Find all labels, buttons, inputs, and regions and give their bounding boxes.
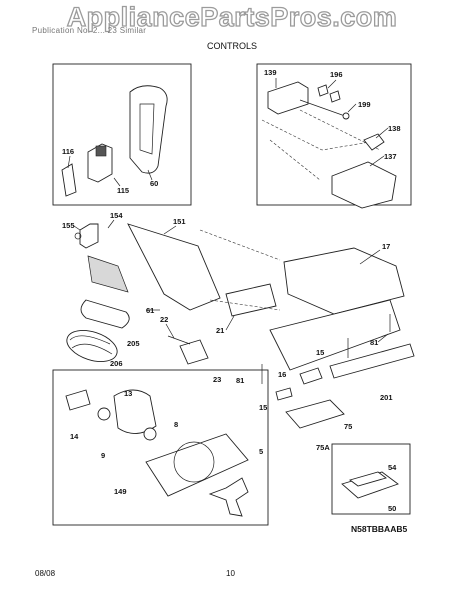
clip-part (363, 133, 385, 151)
diagram-code: N58TBBAAB5 (351, 524, 408, 534)
light-lens-part (61, 163, 77, 197)
callout-8: 8 (174, 420, 178, 429)
callout-81a: 81 (370, 338, 378, 347)
callout-138: 138 (388, 124, 401, 133)
callout-61: 61 (146, 306, 154, 315)
bracket-14 (65, 389, 91, 411)
callout-15b: 15 (259, 403, 267, 412)
callout-16: 16 (278, 370, 286, 379)
callout-22: 22 (160, 315, 168, 324)
callout-9: 9 (101, 451, 105, 460)
inset-switch-bracket (256, 63, 412, 206)
footer-date: 08/08 (35, 569, 56, 578)
callout-75: 75 (344, 422, 352, 431)
inset-fan-assembly (52, 369, 269, 526)
callout-81b: 81 (236, 376, 244, 385)
main-housing-part (283, 247, 405, 315)
callout-23: 23 (213, 375, 221, 384)
callout-154: 154 (110, 211, 123, 220)
section-title: CONTROLS (206, 41, 257, 51)
footer-page-number: 10 (226, 569, 235, 578)
callout-205: 205 (127, 339, 140, 348)
watermark: AppliancePartsPros.com (66, 1, 398, 32)
switch-part (267, 81, 309, 115)
callout-60: 60 (150, 179, 158, 188)
callout-116: 116 (62, 147, 74, 156)
coil-part (66, 329, 118, 363)
control-knob-shade (87, 255, 129, 293)
harness-part (299, 367, 323, 385)
control-housing (127, 223, 221, 311)
callout-75a: 75A (316, 443, 330, 452)
knob-part (80, 299, 130, 329)
fan-shroud (145, 433, 249, 497)
callout-149: 149 (114, 487, 127, 496)
bracket-part (331, 161, 397, 209)
callout-50: 50 (388, 504, 396, 513)
callout-201: 201 (380, 393, 393, 402)
callout-14: 14 (70, 432, 79, 441)
thermostat-part (79, 223, 99, 249)
light-housing-part (129, 85, 168, 174)
callout-15a: 15 (316, 348, 324, 357)
bearing-part (97, 407, 111, 421)
callout-206: 206 (110, 359, 123, 368)
control-panel-part (225, 283, 277, 317)
cover-part (285, 399, 345, 429)
inset-drawer (331, 443, 411, 515)
display-part (329, 343, 415, 379)
fan-blade (208, 477, 249, 517)
wire-part (179, 339, 209, 365)
callout-54: 54 (388, 463, 397, 472)
fan-motor (113, 389, 157, 434)
callout-17: 17 (382, 242, 390, 251)
publication-header: Publication No. 2... 23 Similar (32, 26, 147, 35)
callout-155: 155 (62, 221, 75, 230)
callout-196: 196 (330, 70, 343, 79)
callout-151: 151 (173, 217, 186, 226)
callout-137: 137 (384, 152, 397, 161)
connector-part (275, 387, 293, 401)
panel-part (269, 299, 401, 371)
callout-199: 199 (358, 100, 371, 109)
inset-light-housing (52, 63, 192, 206)
callout-13: 13 (124, 389, 132, 398)
callout-21: 21 (216, 326, 224, 335)
callout-5: 5 (259, 447, 263, 456)
callout-139: 139 (264, 68, 277, 77)
callout-115: 115 (117, 186, 129, 195)
